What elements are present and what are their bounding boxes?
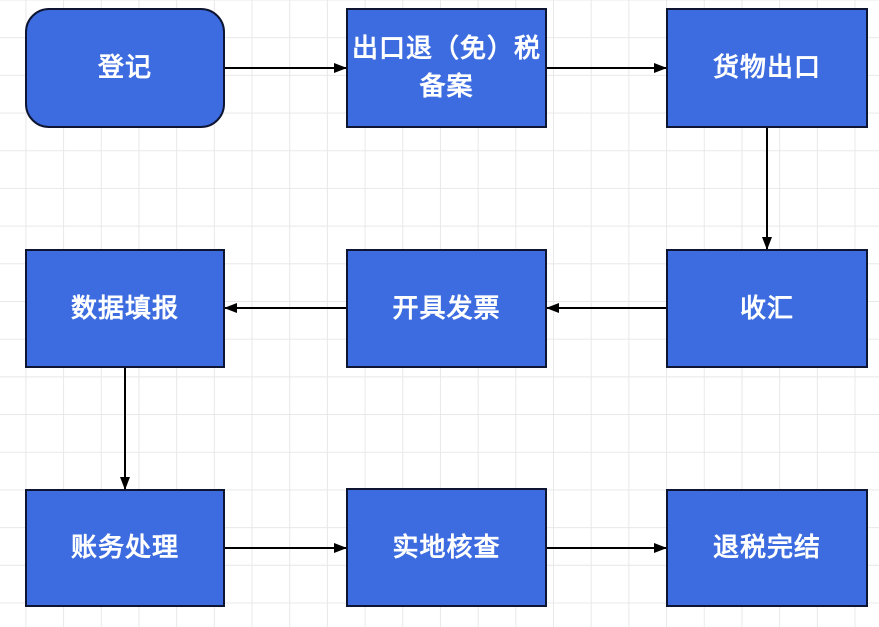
flow-node-export[interactable]: 货物出口 [666,8,868,128]
node-label: 货物出口 [712,52,821,83]
node-label: 实地核查 [392,531,501,562]
flow-node-accounting[interactable]: 账务处理 [25,489,225,607]
flow-node-register[interactable]: 登记 [25,8,225,128]
flow-node-forex[interactable]: 收汇 [666,249,868,368]
flow-node-inspection[interactable]: 实地核查 [346,488,547,607]
flow-node-filing[interactable]: 出口退（免）税 备案 [346,8,547,128]
flow-node-invoice[interactable]: 开具发票 [346,249,547,368]
node-label: 退税完结 [712,532,821,563]
node-label: 账务处理 [70,532,179,563]
flow-node-data-entry[interactable]: 数据填报 [25,249,225,368]
node-label: 登记 [97,52,152,83]
node-label: 开具发票 [392,292,501,323]
flow-node-complete[interactable]: 退税完结 [666,489,868,607]
node-label: 出口退（免）税 备案 [351,33,541,101]
node-label: 收汇 [739,292,794,323]
node-label: 数据填报 [70,292,179,323]
